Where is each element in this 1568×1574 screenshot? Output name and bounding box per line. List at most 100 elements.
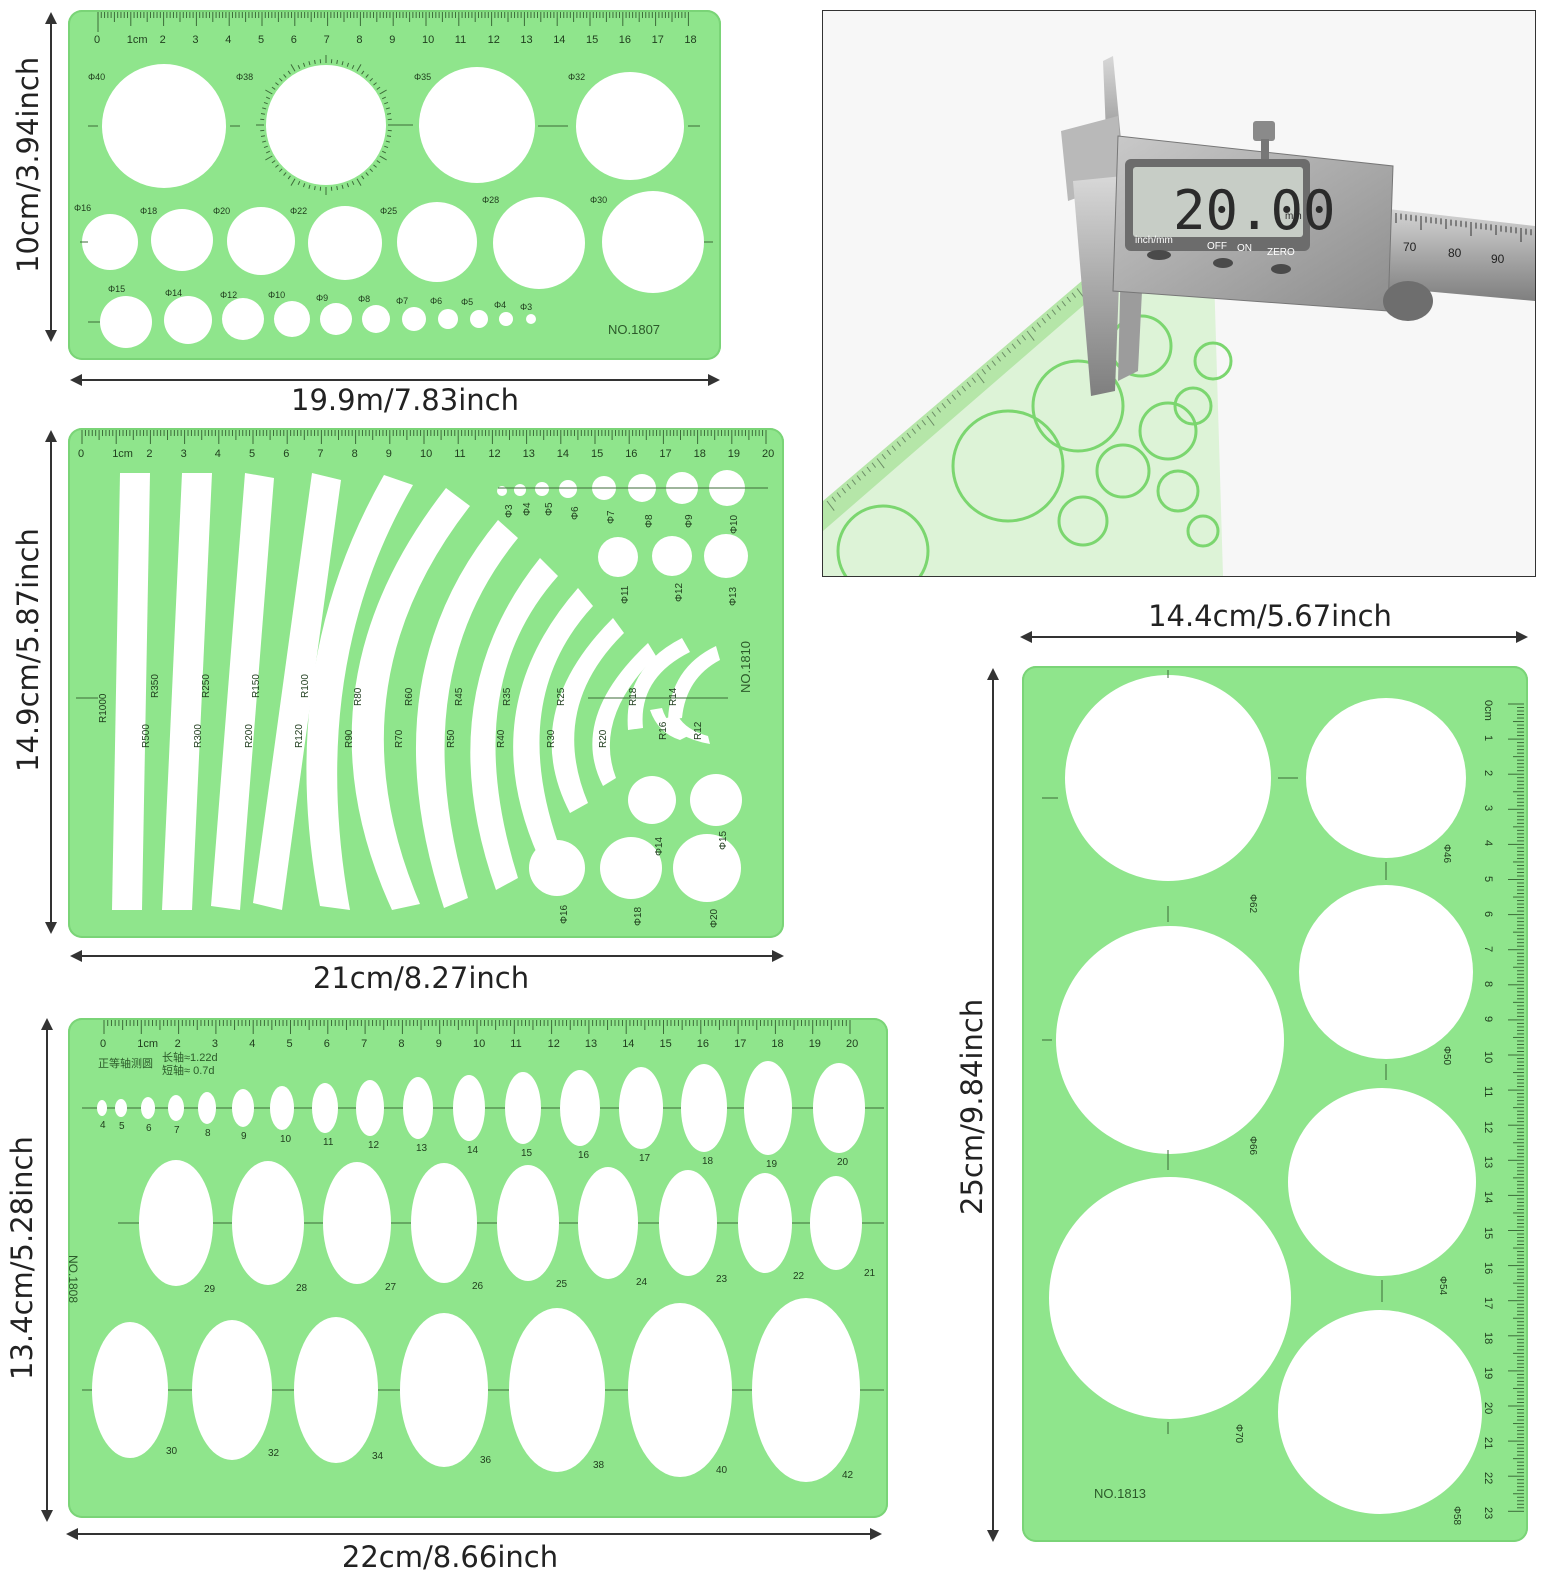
hole-label: Φ5 — [544, 502, 555, 516]
ruler-label: 5 — [258, 34, 264, 46]
hole-label: Φ8 — [358, 294, 370, 304]
ruler-label: 2 — [160, 34, 166, 46]
hole-label: Φ22 — [290, 206, 307, 216]
svg-text:80: 80 — [1448, 246, 1462, 260]
hole-label: Φ30 — [590, 195, 607, 205]
radius-label: R50 — [446, 730, 457, 748]
hole-label: Φ58 — [1451, 1506, 1462, 1525]
width-arrow — [68, 1533, 880, 1535]
hole-label: Φ15 — [108, 284, 125, 294]
ellipse-label: 26 — [472, 1281, 483, 1292]
ruler-label: 10 — [422, 34, 434, 46]
ellipse-label: 24 — [636, 1277, 647, 1288]
radius-label: R500 — [141, 724, 152, 748]
ellipse-label: 18 — [702, 1156, 713, 1167]
svg-text:mm: mm — [1285, 211, 1302, 222]
ellipse-label: 20 — [837, 1157, 848, 1168]
radius-label: R200 — [244, 724, 255, 748]
hole-label: Φ40 — [88, 72, 105, 82]
ruler-label: 15 — [586, 34, 598, 46]
hole-phi40 — [102, 64, 226, 188]
hole-label: Φ15 — [718, 831, 729, 850]
height-arrow — [50, 432, 52, 932]
height-arrow — [46, 1020, 48, 1520]
hole-phi32 — [576, 72, 684, 180]
ellipse-label: 17 — [639, 1153, 650, 1164]
ellipse-label: 15 — [521, 1148, 532, 1159]
hole-label: Φ11 — [620, 586, 631, 604]
ellipse-label: 27 — [385, 1282, 396, 1293]
ruler-label: 7 — [324, 34, 330, 46]
hole-phi18 — [151, 209, 213, 271]
hole-label: Φ4 — [494, 300, 506, 310]
hole-phi30 — [602, 191, 704, 293]
ellipse-label: 30 — [166, 1446, 177, 1457]
ellipse-label: 21 — [864, 1268, 875, 1279]
height-label: 14.9cm/5.87inch — [11, 552, 45, 772]
hole-label: Φ9 — [316, 293, 328, 303]
radius-label: R150 — [251, 674, 262, 698]
ellipse-label: 5 — [119, 1121, 125, 1132]
radius-label: R20 — [598, 730, 609, 748]
radius-label: R35 — [502, 688, 513, 706]
hole-phi28 — [493, 197, 585, 289]
hole-label: Φ46 — [1441, 844, 1452, 863]
ellipse-label: 32 — [268, 1448, 279, 1459]
hole-phi35 — [419, 67, 535, 183]
hole-label: Φ62 — [1247, 894, 1258, 913]
ellipse-label: 9 — [241, 1131, 247, 1142]
hole-label: Φ16 — [74, 203, 91, 213]
ruler-label: 6 — [291, 34, 297, 46]
svg-text:90: 90 — [1491, 252, 1505, 266]
hole-label: Φ3 — [520, 302, 532, 312]
radius-label: R45 — [454, 688, 465, 706]
ellipse-label: 29 — [204, 1284, 215, 1295]
hole-phi38 — [266, 65, 386, 185]
hole-label: Φ14 — [654, 837, 665, 856]
hole-label: Φ20 — [709, 909, 720, 928]
hole-label: Φ16 — [559, 905, 570, 924]
ellipse-label: 8 — [205, 1128, 211, 1139]
hole-label: Φ7 — [606, 510, 617, 524]
hole-label: Φ20 — [213, 206, 230, 216]
ruler-label: 16 — [619, 34, 631, 46]
hole-label: Φ14 — [165, 288, 182, 298]
ellipse-label: 42 — [842, 1470, 853, 1481]
width-arrow — [72, 379, 718, 381]
radius-label: R40 — [496, 730, 507, 748]
ruler-label: 1cm — [127, 34, 148, 46]
ellipse-label: 7 — [174, 1125, 180, 1136]
radius-label: R90 — [344, 730, 355, 748]
model-number: NO.1807 — [608, 322, 660, 337]
ellipse-label: 13 — [416, 1143, 427, 1154]
hole-label: Φ28 — [482, 195, 499, 205]
height-arrow — [50, 14, 52, 340]
svg-text:ON: ON — [1237, 243, 1252, 254]
hole-label: Φ54 — [1437, 1276, 1448, 1295]
template-no1807-art — [68, 10, 721, 360]
radius-label: R60 — [404, 688, 415, 706]
width-label: 22cm/8.66inch — [270, 1540, 630, 1574]
radius-label: R1000 — [98, 694, 109, 723]
radius-label: R12 — [693, 722, 704, 740]
ellipse-label: 25 — [556, 1279, 567, 1290]
radius-label: R100 — [300, 674, 311, 698]
radius-label: R70 — [394, 730, 405, 748]
svg-text:inch/mm: inch/mm — [1135, 235, 1173, 246]
ruler-label: 3 — [192, 34, 198, 46]
ellipse-label: 12 — [368, 1140, 379, 1151]
ellipse-label: 11 — [323, 1137, 333, 1148]
ruler-label: 12 — [488, 34, 500, 46]
hole-label: Φ12 — [220, 290, 237, 300]
hole-label: Φ4 — [522, 502, 533, 516]
svg-text:ZERO: ZERO — [1267, 247, 1295, 258]
hole-label: Φ25 — [380, 206, 397, 216]
ellipse-label: 38 — [593, 1460, 604, 1471]
ruler-label: 14 — [553, 34, 565, 46]
caliper-photo: 70 80 90 20.00 mm inch/mm OFF ON ZERO — [822, 10, 1536, 577]
svg-text:OFF: OFF — [1207, 241, 1227, 252]
height-arrow — [992, 670, 994, 1540]
